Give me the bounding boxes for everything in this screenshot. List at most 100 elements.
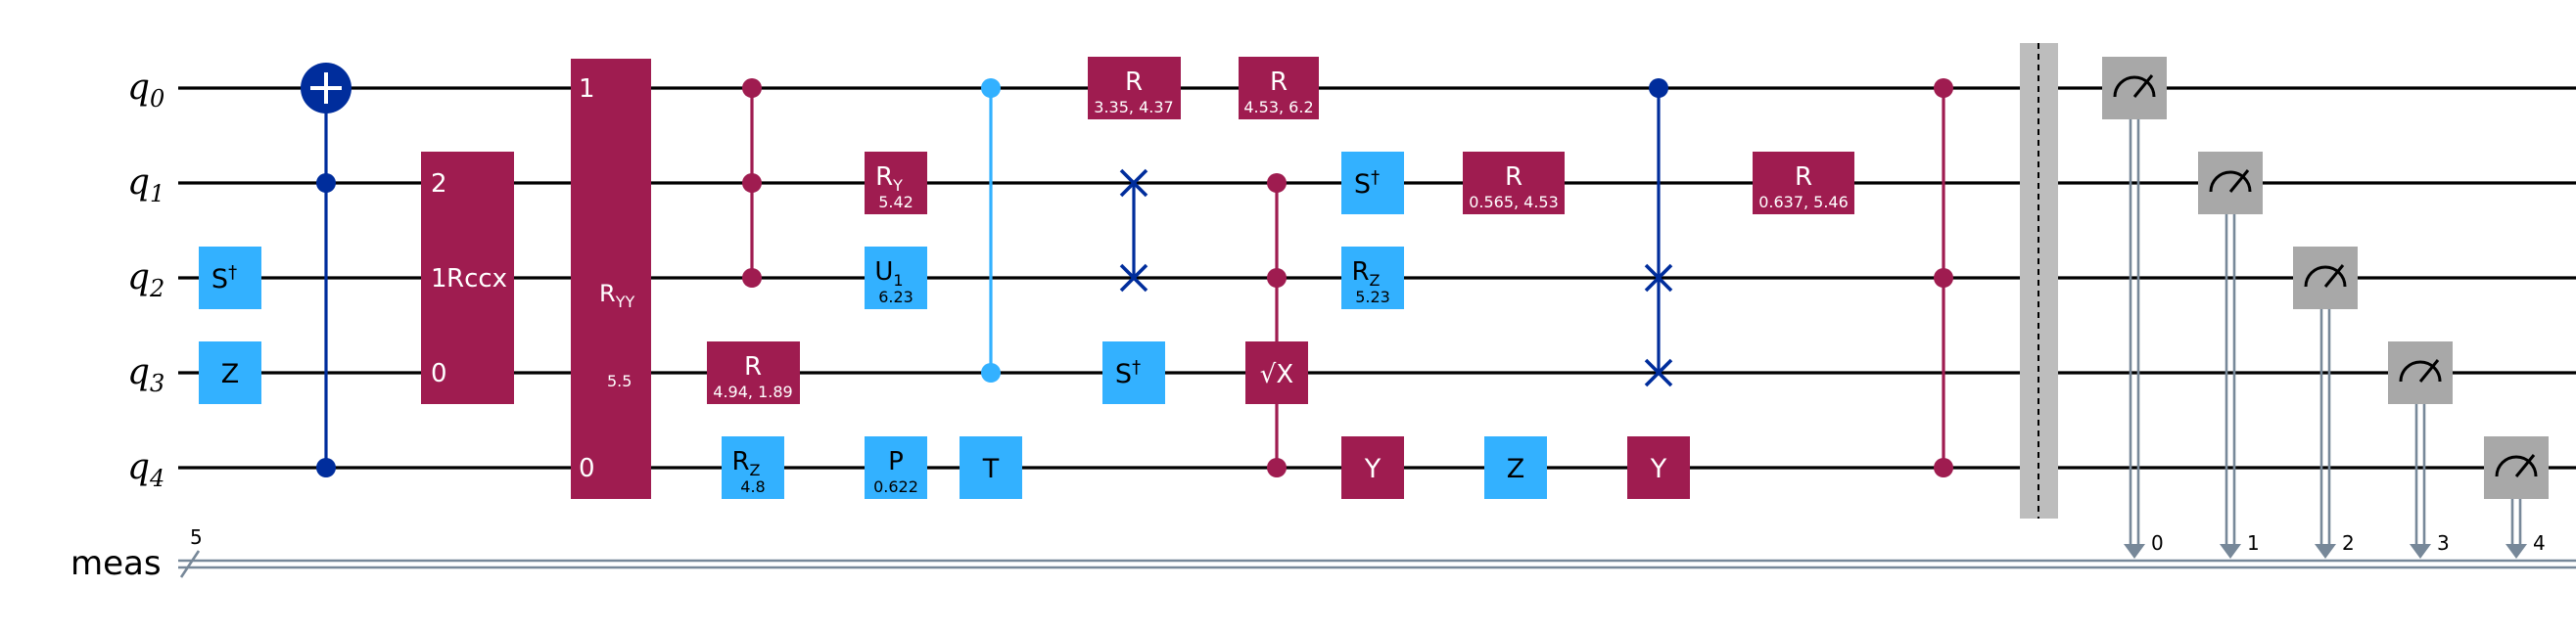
gate-y-q4-b-label: Y (1650, 454, 1667, 484)
measure-meter-icon (2209, 170, 2252, 193)
gate-r-q0-b-label: R (1270, 68, 1288, 97)
classical-wire: 5 (178, 525, 2576, 578)
measure-meter-icon (2113, 75, 2156, 98)
measure-needle-icon (2132, 74, 2154, 98)
gate-t-q4-box (960, 436, 1022, 499)
classical-register-label: meas (70, 544, 162, 583)
gate-y-q4-a-box (1341, 436, 1404, 499)
gate-p-q4-param: 0.622 (873, 477, 918, 496)
ccz-dot-q2 (742, 268, 762, 288)
measure-box-4 (2484, 436, 2549, 499)
measure-arrow-4 (2506, 544, 2527, 559)
classical-register-size: 5 (190, 525, 203, 549)
gate-z-q4: Z (1484, 436, 1547, 499)
gate-y-q4-b: Y (1627, 436, 1690, 499)
gate-ryy-box (571, 59, 651, 499)
rccx-pin-q2: 1 (431, 264, 447, 294)
rccx-pin-q3: 0 (431, 359, 447, 388)
gate-y-q4-b-box (1627, 436, 1690, 499)
gate-rz-q2-param: 5.23 (1355, 288, 1390, 306)
gate-y-q4-a: Y (1341, 436, 1404, 499)
gate-rccx: 2 1 0 Rccx (421, 152, 514, 404)
gate-cccz (1934, 78, 1953, 477)
measure-needle-icon (2228, 169, 2250, 193)
measure-arrow-0 (2124, 544, 2145, 559)
gate-p-q4-box (865, 436, 927, 499)
ccx-control-q4 (316, 458, 336, 477)
measure-bit-label-2: 2 (2342, 531, 2355, 555)
ryy-pin-q4: 0 (579, 454, 595, 483)
gate-cswap (1644, 78, 1673, 387)
gate-ry-q1-box (865, 152, 927, 214)
mc-sx-control-q1 (1267, 173, 1287, 193)
gate-z-q3-label: Z (221, 359, 240, 389)
gate-sdg-q1-box (1341, 152, 1404, 214)
measure-arrow-1 (2220, 544, 2241, 559)
gate-cz-q0-q3 (981, 78, 1001, 383)
gate-r-q1-b-label: R (1795, 162, 1812, 192)
gate-z-q4-label: Z (1507, 454, 1525, 484)
gate-sdg-q1: S† (1341, 152, 1404, 214)
gate-ccx-q0 (301, 63, 351, 477)
gate-rz-q2: RZ 5.23 (1341, 247, 1404, 309)
mc-sx-control-q2 (1267, 268, 1287, 288)
cz-dot-q0 (981, 78, 1001, 98)
measure-needle-icon (2323, 264, 2345, 288)
mc-sx-control-q4 (1267, 458, 1287, 477)
qubit-label-q0: q0 (127, 68, 164, 113)
gate-mc-sx: √X (1245, 173, 1308, 477)
ccz-dot-q1 (742, 173, 762, 193)
barrier (2020, 43, 2058, 519)
cswap-x-q2-b (1644, 263, 1673, 293)
ryy-param: 5.5 (607, 372, 632, 390)
measure-box-2 (2293, 247, 2358, 309)
gate-ry-q1-label: RY (875, 162, 903, 195)
gate-t-q4: T (960, 436, 1022, 499)
gate-r-q0-a-box (1088, 57, 1181, 119)
gate-p-q4: P 0.622 (865, 436, 927, 499)
ryy-label: RYY (599, 280, 634, 311)
gate-u1-q2: U1 6.23 (865, 247, 927, 309)
measure-bit-label-3: 3 (2437, 531, 2450, 555)
measure-arrow-3 (2410, 544, 2431, 559)
gate-rz-q4-label: RZ (731, 447, 760, 479)
measure-meter-icon (2399, 360, 2442, 383)
swap-x-q1-b (1119, 168, 1148, 198)
measure-box-0 (2102, 57, 2167, 119)
gate-rz-q2-label: RZ (1351, 257, 1380, 290)
qubit-label-q1: q1 (127, 162, 164, 207)
cswap-control-q0 (1649, 78, 1668, 98)
gate-ccz-q012 (742, 78, 762, 288)
gate-r-q1-a: R 0.565, 4.53 (1463, 152, 1565, 214)
gate-sdg-q1-label: S† (1354, 167, 1380, 200)
classical-bus-slash (179, 550, 201, 578)
gate-z-q3: Z (199, 341, 261, 404)
gate-y-q4-a-label: Y (1364, 454, 1382, 484)
qubit-label-q4: q4 (127, 447, 164, 492)
measure-needle-icon (2514, 454, 2536, 477)
gate-u1-q2-label: U1 (874, 257, 903, 290)
gate-sdg-q2: S† (199, 247, 261, 309)
gate-u1-q2-box (865, 247, 927, 309)
gate-r-q3-param: 4.94, 1.89 (713, 383, 792, 401)
rccx-pin-q1: 2 (431, 169, 447, 199)
gate-rz-q2-box (1341, 247, 1404, 309)
gate-r-q1-a-param: 0.565, 4.53 (1469, 193, 1559, 211)
gate-r-q0-a-label: R (1125, 68, 1143, 97)
qubit-labels: q0 q1 q2 q3 q4 meas (70, 68, 164, 583)
measure-meter-icon (2495, 455, 2538, 477)
qubit-label-q2: q2 (127, 257, 164, 302)
gate-ry-q1: RY 5.42 (865, 152, 927, 214)
gate-ryy: 1 0 RYY 5.5 (571, 59, 651, 499)
gate-r-q0-b: R 4.53, 6.2 (1239, 57, 1319, 119)
gate-rz-q4-box (722, 436, 784, 499)
gate-r-q1-a-box (1463, 152, 1565, 214)
measure-bit-label-0: 0 (2151, 531, 2164, 555)
gate-u1-q2-param: 6.23 (878, 288, 913, 306)
gate-r-q1-b: R 0.637, 5.46 (1753, 152, 1854, 214)
cswap-x-q3-b (1644, 358, 1673, 387)
gate-z-q3-box (199, 341, 261, 404)
gate-r-q1-a-label: R (1505, 162, 1522, 192)
gate-ry-q1-param: 5.42 (878, 193, 913, 211)
